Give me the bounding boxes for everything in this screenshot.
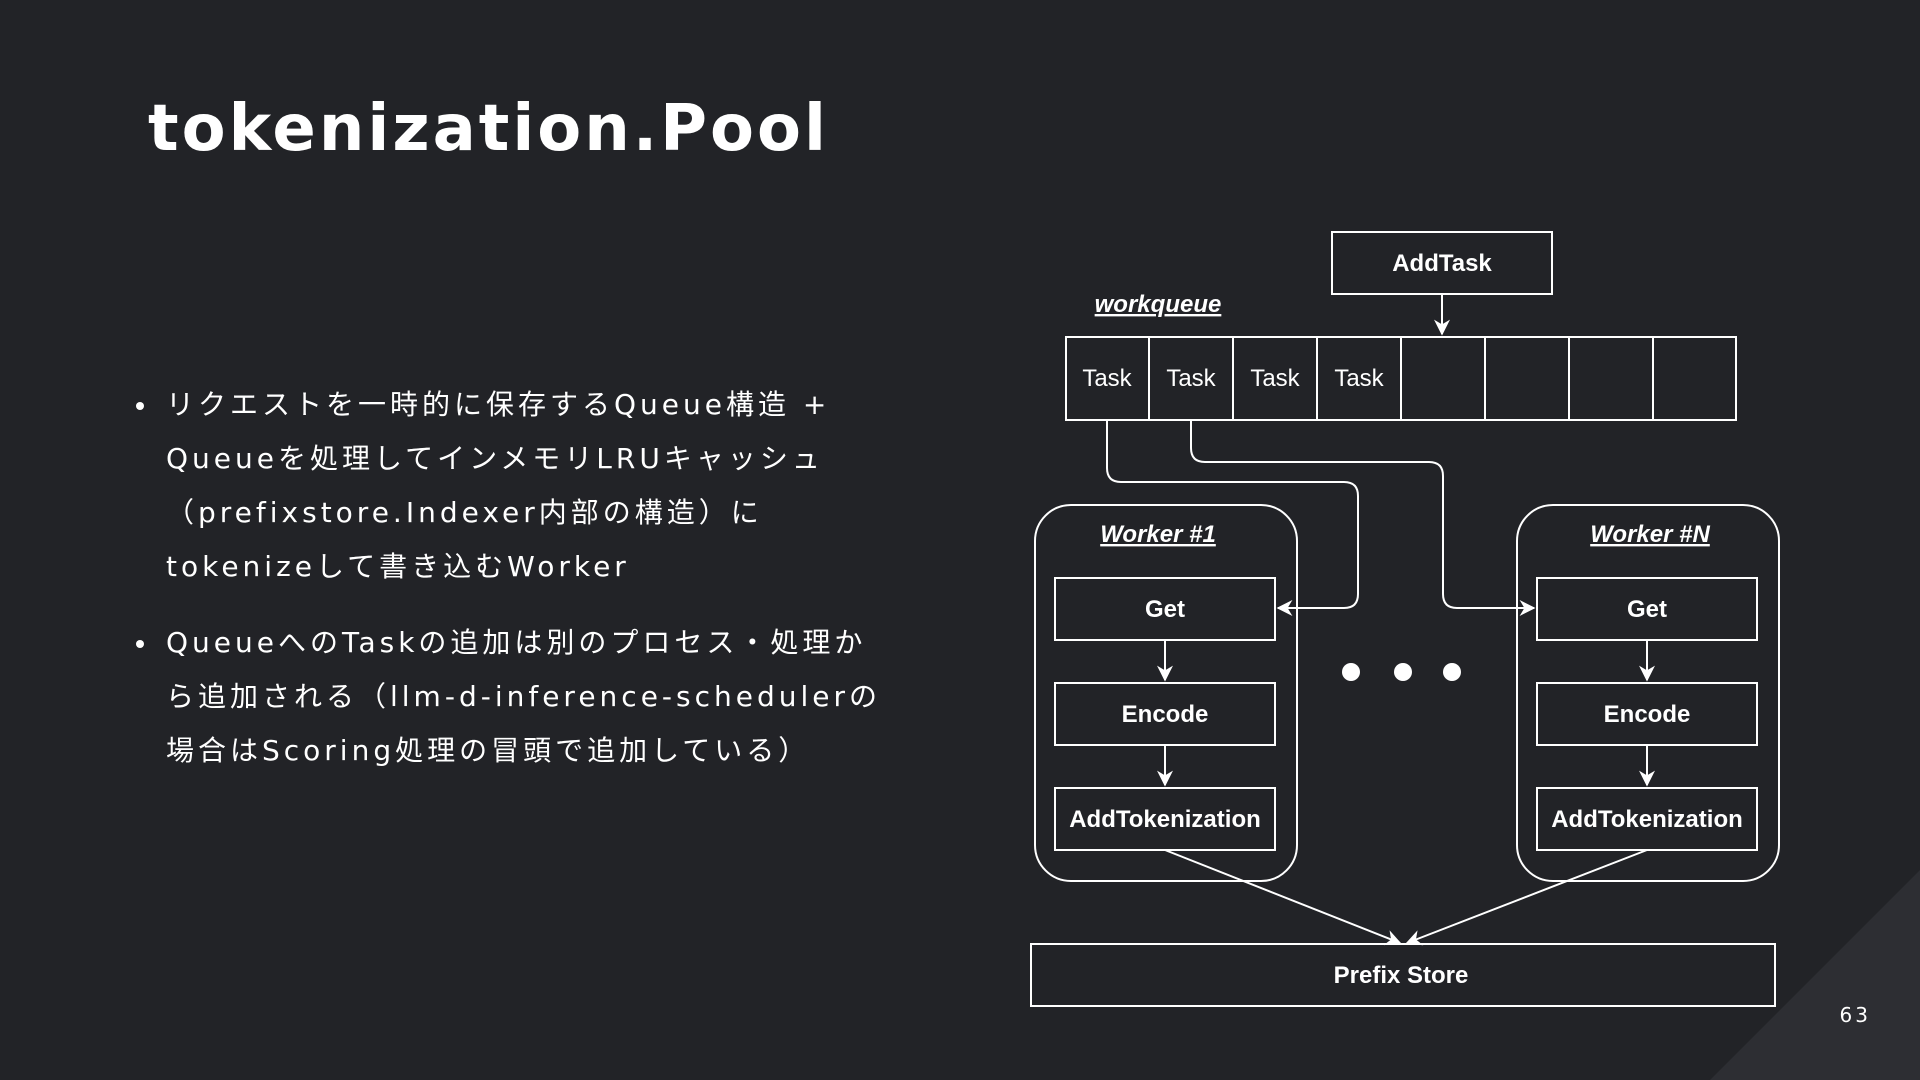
worker-n-title: Worker #N xyxy=(1590,521,1710,548)
bullet-item: リクエストを一時的に保存するQueue構造 + Queueを処理してインメモリL… xyxy=(132,378,922,594)
worker-n-get: Get xyxy=(1627,596,1667,623)
prefix-store-label: Prefix Store xyxy=(1334,962,1469,989)
worker-1: Worker #1 Get Encode AddTokenization xyxy=(1034,504,1298,882)
ellipsis-dot xyxy=(1394,663,1412,681)
queue-cell-task: Task xyxy=(1082,365,1132,392)
worker-1-encode: Encode xyxy=(1122,701,1209,728)
worker-1-add-tokenization: AddTokenization xyxy=(1069,806,1261,833)
worker-n: Worker #N Get Encode AddTokenization xyxy=(1516,504,1780,882)
connector-worker-1-prefix-store xyxy=(1164,849,1402,946)
page-number: 63 xyxy=(1839,1003,1871,1027)
worker-1-get: Get xyxy=(1145,596,1185,623)
ellipsis-dot xyxy=(1443,663,1461,681)
worker-1-title: Worker #1 xyxy=(1100,521,1216,548)
connector-queue-worker-1 xyxy=(1106,420,1359,616)
add-task-label: AddTask xyxy=(1392,250,1492,277)
bullet-line: 場合はScoring処理の冒頭で追加している） xyxy=(166,734,811,767)
prefix-store-node: Prefix Store xyxy=(1030,943,1776,1007)
slide-title: tokenization.Pool xyxy=(148,92,829,166)
bullet-line: tokenizeして書き込むWorker xyxy=(166,550,630,583)
connector-queue-worker-n xyxy=(1190,420,1536,616)
queue-cell-task: Task xyxy=(1166,365,1216,392)
corner-decoration xyxy=(1710,870,1920,1080)
bullet-line: リクエストを一時的に保存するQueue構造 + xyxy=(166,388,831,421)
bullet-line: ら追加される（llm-d-inference-schedulerの xyxy=(166,680,882,713)
worker-n-encode: Encode xyxy=(1604,701,1691,728)
bullet-line: QueueへのTaskの追加は別のプロセス・処理か xyxy=(166,626,867,659)
bullet-list: リクエストを一時的に保存するQueue構造 + Queueを処理してインメモリL… xyxy=(132,378,922,800)
add-task-node: AddTask xyxy=(1331,231,1553,295)
connector-worker-n-prefix-store xyxy=(1405,849,1648,946)
queue-cell-task: Task xyxy=(1334,365,1384,392)
queue-cell-task: Task xyxy=(1250,365,1300,392)
bullet-line: Queueを処理してインメモリLRUキャッシュ xyxy=(166,442,824,475)
worker-n-add-tokenization: AddTokenization xyxy=(1551,806,1743,833)
workqueue: Task Task Task Task xyxy=(1065,336,1737,421)
workqueue-label: workqueue xyxy=(1095,291,1222,318)
bullet-line: （prefixstore.Indexer内部の構造）に xyxy=(166,496,763,529)
ellipsis-dot xyxy=(1342,663,1360,681)
bullet-item: QueueへのTaskの追加は別のプロセス・処理か ら追加される（llm-d-i… xyxy=(132,616,922,778)
